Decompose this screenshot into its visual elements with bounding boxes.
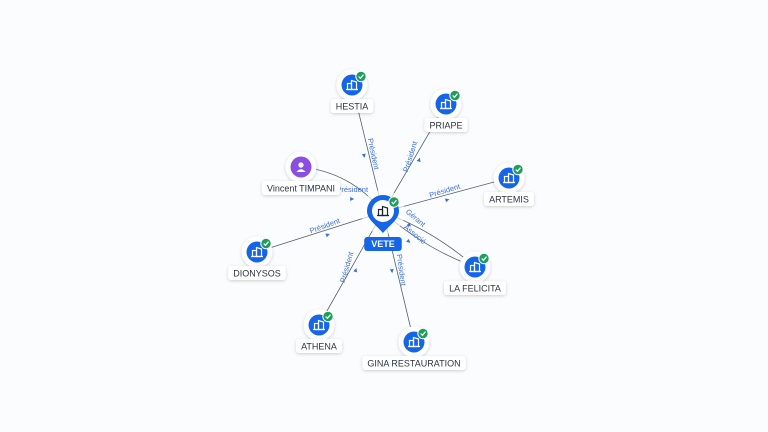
edge-label: Président <box>338 250 356 284</box>
node-la-felicita[interactable]: LA FELICITA <box>444 251 506 296</box>
node-label: HESTIA <box>336 102 369 112</box>
edge-arrow-icon <box>406 238 411 243</box>
building-icon <box>440 98 452 110</box>
building-icon <box>503 172 515 184</box>
edge-label: Président <box>336 185 369 194</box>
node-label-box: ATHENA <box>296 339 342 353</box>
building-icon <box>251 246 263 258</box>
node-label-box: Vincent TIMPANI <box>261 181 341 195</box>
nodes-layer: HESTIA PRIAPE ARTEMIS LA FELICITA GINA RESTA… <box>228 69 534 371</box>
edge-label: Président <box>395 254 408 288</box>
node-dionysos[interactable]: DIONYSOS <box>228 236 286 281</box>
verified-check-icon <box>388 196 400 208</box>
edge-line <box>382 211 415 343</box>
node-priape[interactable]: PRIAPE <box>424 88 468 133</box>
node-label-box: GINA RESTAURATION <box>362 356 466 370</box>
node-label: ARTEMIS <box>489 195 529 205</box>
node-gina[interactable]: GINA RESTAURATION <box>362 326 466 371</box>
edge-arrow-icon <box>361 153 366 158</box>
edge-label: Président <box>401 139 420 173</box>
verified-check-icon <box>478 252 490 265</box>
verified-check-icon <box>260 237 272 250</box>
center-label: VETE <box>371 239 395 249</box>
edge-arrow-icon <box>389 268 394 274</box>
node-label: ATHENA <box>301 342 337 352</box>
building-icon <box>469 261 481 273</box>
node-label-box: LA FELICITA <box>444 281 506 295</box>
edge-arrow-icon <box>350 197 355 201</box>
node-label: LA FELICITA <box>449 284 501 294</box>
node-hestia[interactable]: HESTIA <box>330 69 374 114</box>
center-label-box <box>364 237 402 251</box>
verified-check-icon <box>417 327 429 340</box>
building-icon <box>408 336 420 348</box>
building-icon <box>346 79 358 91</box>
edge-label: Président <box>308 216 342 236</box>
node-label: DIONYSOS <box>233 269 281 279</box>
edge-arrow-icon <box>416 157 421 163</box>
verified-check-icon <box>512 163 524 176</box>
person-icon <box>296 162 306 172</box>
edge-arrow-icon <box>353 267 358 273</box>
node-artemis[interactable]: ARTEMIS <box>484 162 534 207</box>
edge-arrow-icon <box>325 233 330 238</box>
node-label: GINA RESTAURATION <box>367 359 460 369</box>
building-icon <box>313 319 325 331</box>
verified-check-icon <box>355 70 367 83</box>
center-node[interactable]: VETE <box>361 190 405 251</box>
node-athena[interactable]: ATHENA <box>296 309 342 354</box>
verified-check-icon <box>322 310 334 323</box>
building-icon <box>377 205 389 217</box>
verified-check-icon <box>449 89 461 102</box>
node-label-box: DIONYSOS <box>228 266 286 280</box>
edge-arrow-icon <box>406 222 412 227</box>
node-label-box: PRIAPE <box>424 118 468 132</box>
edge-label: Président <box>428 181 462 199</box>
node-label-box: HESTIA <box>330 99 374 113</box>
node-label: PRIAPE <box>429 121 462 131</box>
edge-line <box>256 211 384 253</box>
edge-label: Président <box>366 137 382 171</box>
node-label-box: ARTEMIS <box>484 192 534 206</box>
edge-arrow-icon <box>444 198 450 203</box>
node-vincent[interactable]: Vincent TIMPANI <box>261 151 341 196</box>
node-label: Vincent TIMPANI <box>267 184 335 194</box>
